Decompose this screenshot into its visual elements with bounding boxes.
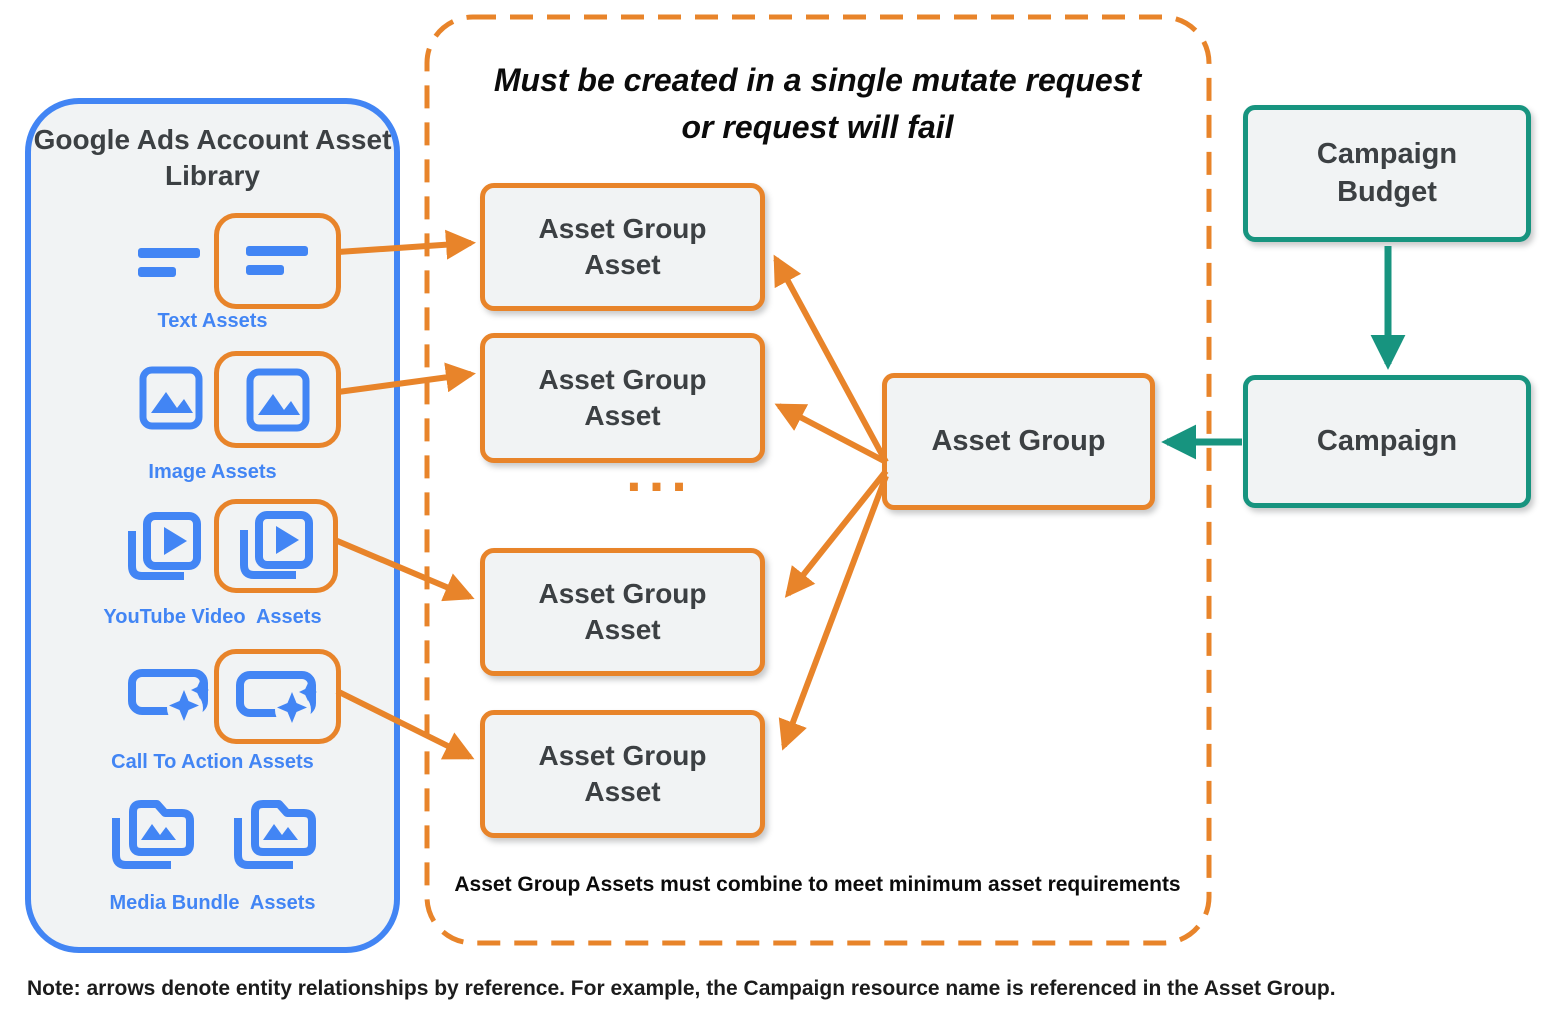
image-icon	[139, 366, 203, 430]
asset-group-asset-label: Asset Group Asset	[538, 212, 707, 280]
text-lines-icon	[137, 245, 203, 281]
mutate-title-line2: or request will fail	[681, 109, 954, 145]
media-folder-stack-icon	[109, 792, 201, 872]
asset-group-box: Asset Group	[882, 373, 1155, 510]
call-to-action-assets-label: Call To Action Assets	[111, 751, 314, 773]
campaign-box: Campaign	[1243, 375, 1531, 508]
text-assets-label: Text Assets	[157, 310, 268, 332]
asset-group-asset-label: Asset Group Asset	[538, 739, 707, 807]
text-asset-highlight-box	[214, 213, 341, 309]
mutate-request-title: Must be created in a single mutate reque…	[425, 57, 1210, 151]
sparkle-banner-icon	[236, 668, 320, 726]
asset-group-asset-label: Asset Group Asset	[538, 577, 707, 645]
campaign-label: Campaign	[1316, 424, 1458, 457]
image-assets-label: Image Assets	[148, 461, 277, 483]
video-asset-highlight-box	[214, 499, 338, 593]
asset-group-asset-box-4: Asset Group Asset	[480, 710, 765, 838]
ellipsis: ...	[626, 440, 694, 503]
cta-asset-highlight-box	[214, 649, 341, 744]
image-asset-highlight-box	[214, 351, 341, 448]
campaign-budget-box: Campaign Budget	[1243, 105, 1531, 242]
media-folder-stack-icon	[231, 792, 323, 872]
asset-library-title: Google Ads Account Asset Library	[33, 124, 392, 192]
asset-group-label: Asset Group	[931, 424, 1106, 457]
sparkle-banner-icon	[128, 666, 212, 724]
asset-group-asset-label: Asset Group Asset	[538, 363, 707, 431]
media-bundle-assets-label: Media Bundle Assets	[109, 892, 316, 914]
image-icon	[246, 368, 310, 432]
youtube-video-assets-label: YouTube Video Assets	[103, 606, 322, 628]
asset-library-panel: Google Ads Account Asset Library Text As…	[25, 98, 400, 953]
asset-group-asset-box-1: Asset Group Asset	[480, 183, 765, 311]
campaign-budget-label: Campaign Budget	[1316, 137, 1458, 208]
video-stack-icon	[238, 510, 314, 582]
footnote: Note: arrows denote entity relationships…	[27, 977, 1336, 1000]
minimum-requirements-caption: Asset Group Assets must combine to meet …	[454, 873, 1181, 896]
video-stack-icon	[126, 511, 202, 583]
mutate-title-line1: Must be created in a single mutate reque…	[493, 62, 1142, 98]
text-lines-icon	[245, 243, 311, 279]
asset-group-asset-box-3: Asset Group Asset	[480, 548, 765, 676]
